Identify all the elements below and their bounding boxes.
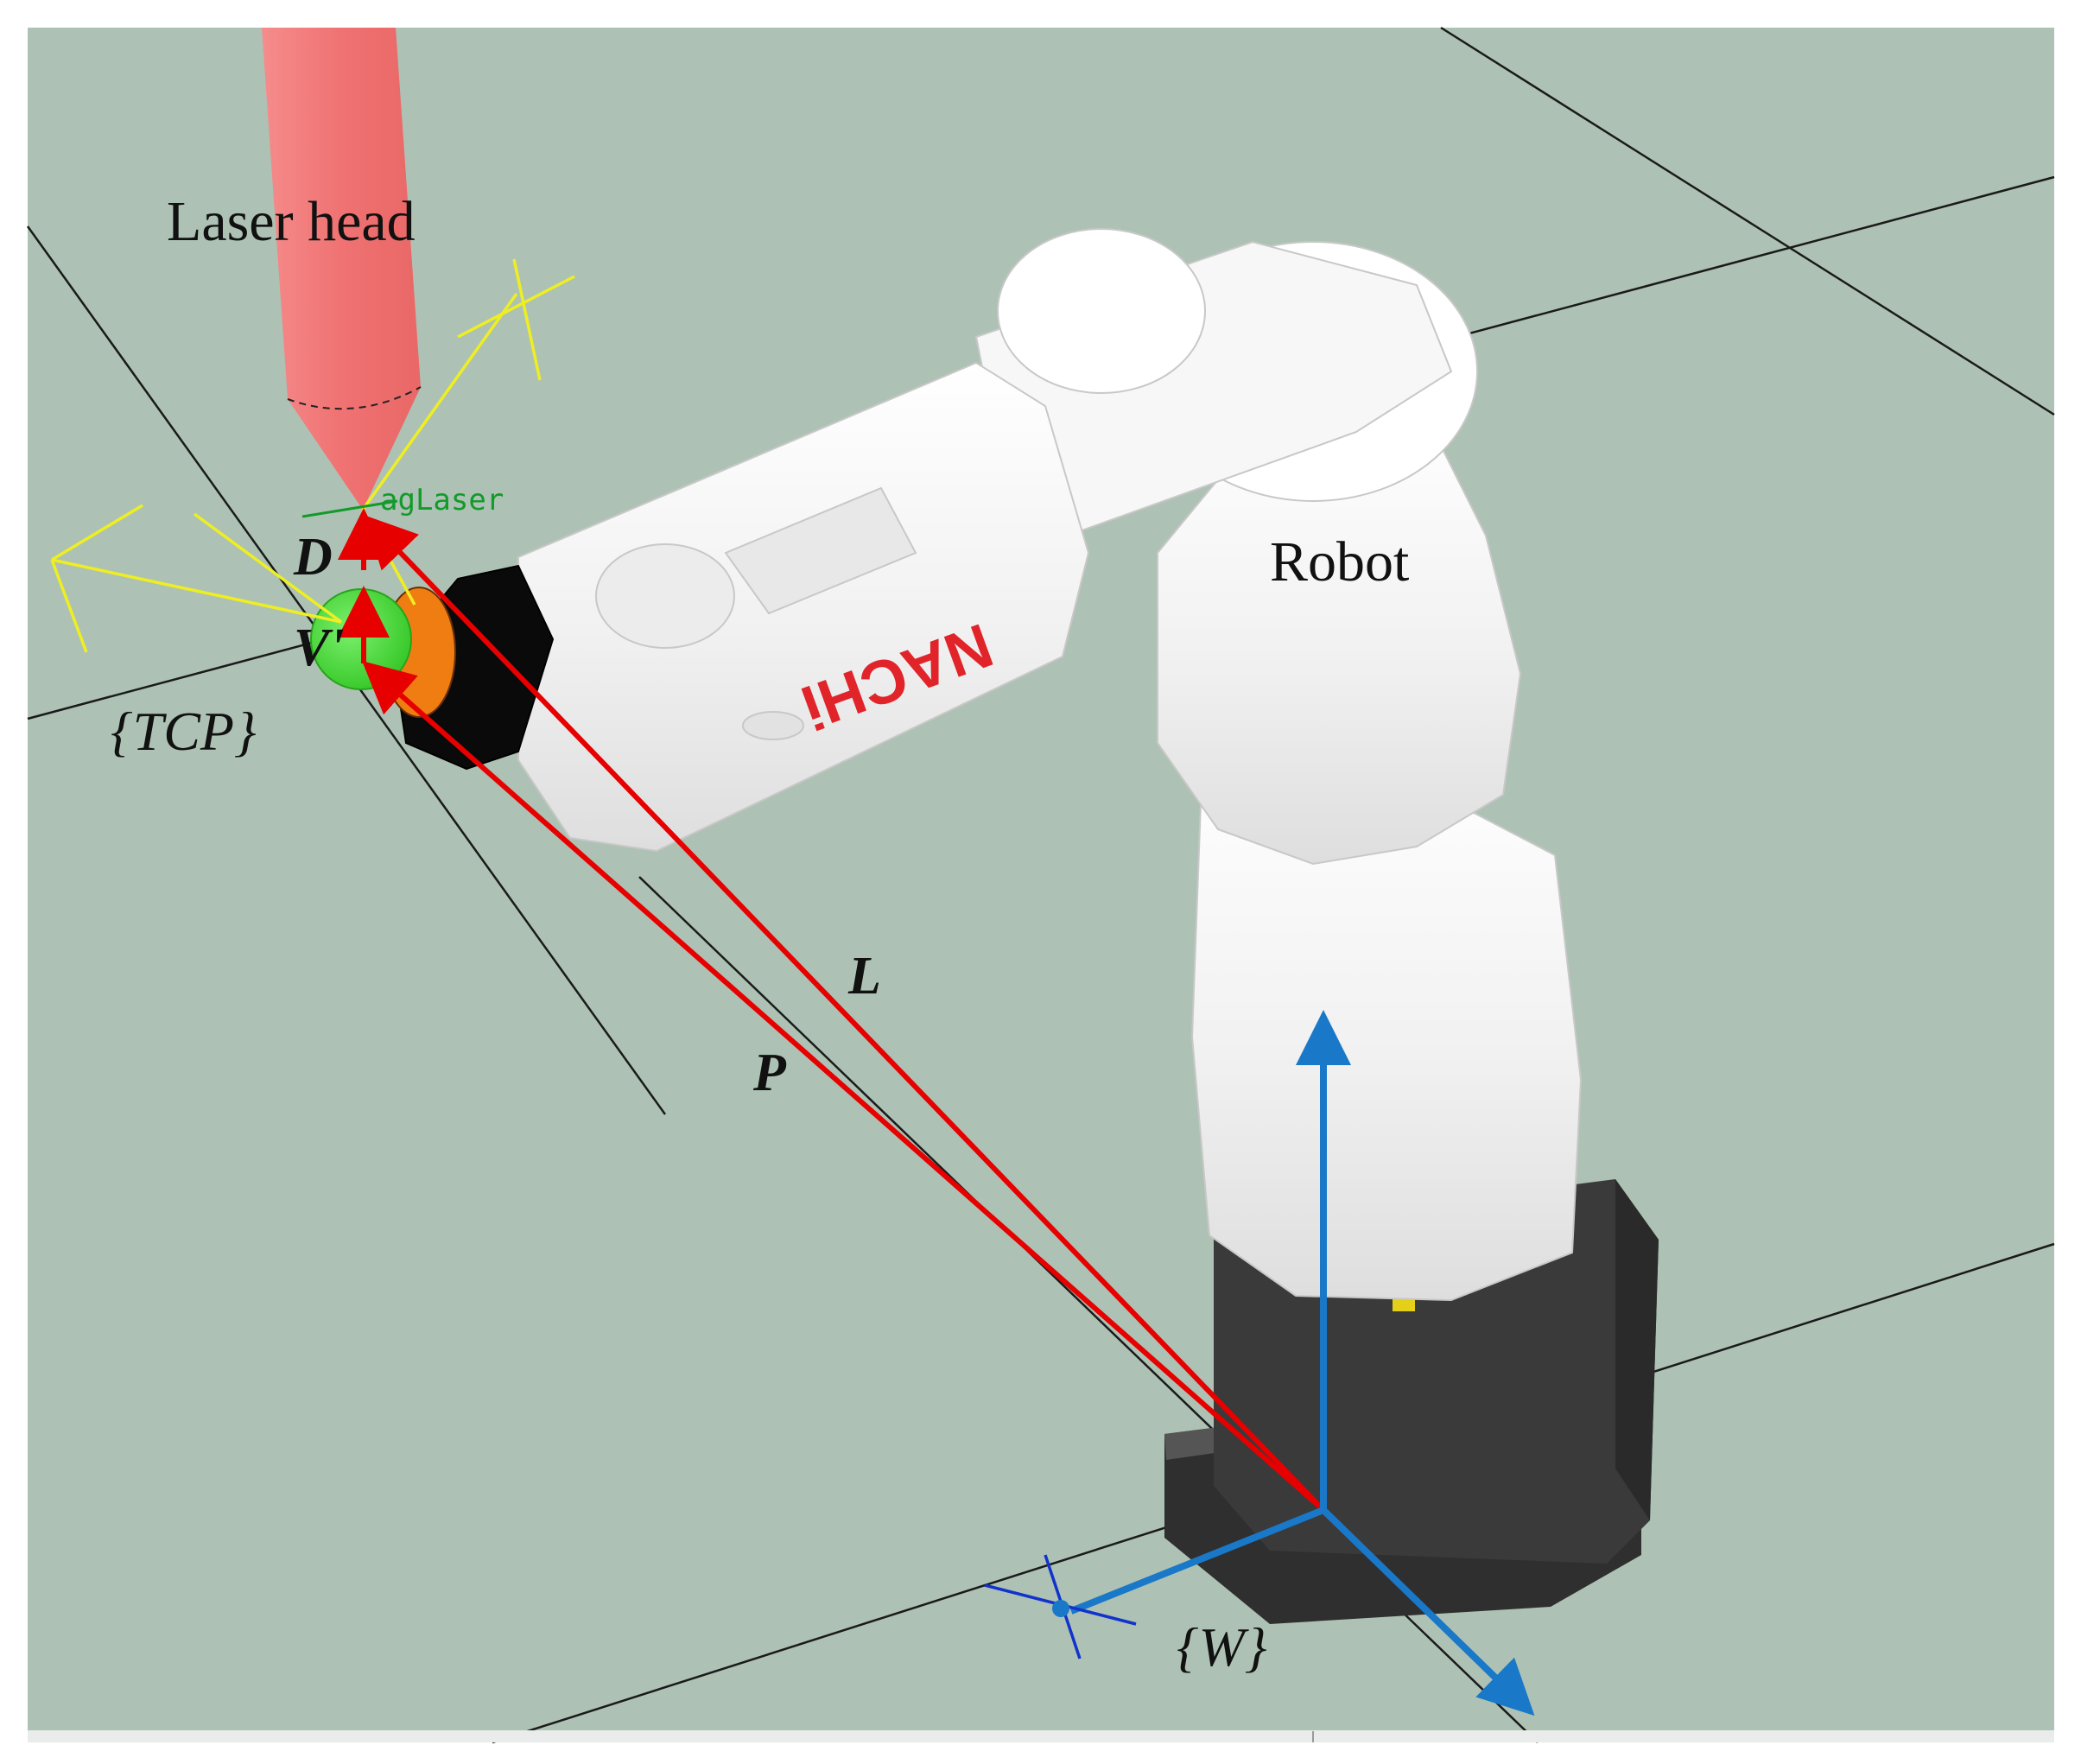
tool-frame-axes [50,258,575,653]
laser-tag: agLaser [380,483,504,517]
vector-v-label: V' [294,619,345,677]
world-frame [1069,1010,1535,1716]
vector-d-label: D [293,528,333,587]
vector-p [362,661,1325,1513]
status-strip [28,1730,2054,1742]
robot-arm [391,228,1583,1302]
laser-head-label: Laser head [167,190,416,253]
tcp-frame-label: {TCP} [111,701,257,762]
vector-p-label: P [752,1044,787,1102]
vectors [338,508,1326,1513]
world-frame-label: {W} [1177,1616,1267,1678]
vector-l [364,515,1326,1513]
robot-label: Robot [1270,530,1409,593]
laser-head [262,28,422,510]
vector-l-label: L [847,947,881,1006]
